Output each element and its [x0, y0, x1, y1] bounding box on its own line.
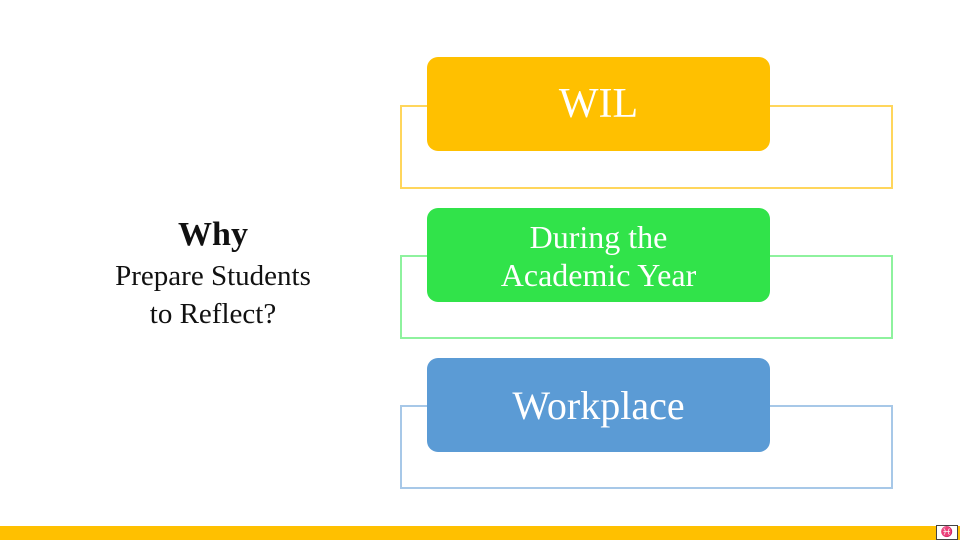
question-line-1: Prepare Students [115, 260, 311, 292]
stage-wil-label: WIL [558, 81, 639, 127]
footer-bar [0, 526, 960, 540]
stage-wil: WIL [427, 57, 770, 151]
why-heading: Why [178, 216, 248, 253]
stage-workplace-label: Workplace [512, 382, 685, 428]
stage-academic-year: During the Academic Year [427, 208, 770, 302]
question-line-2: to Reflect? [149, 298, 277, 330]
stage-academic-year-line-1: During the [529, 219, 668, 255]
university-crest-icon: ♓ [936, 525, 958, 540]
stage-academic-year-line-2: Academic Year [500, 257, 697, 293]
reflect-question: Prepare Students to Reflect? [40, 257, 386, 333]
stage-workplace: Workplace [427, 358, 770, 452]
